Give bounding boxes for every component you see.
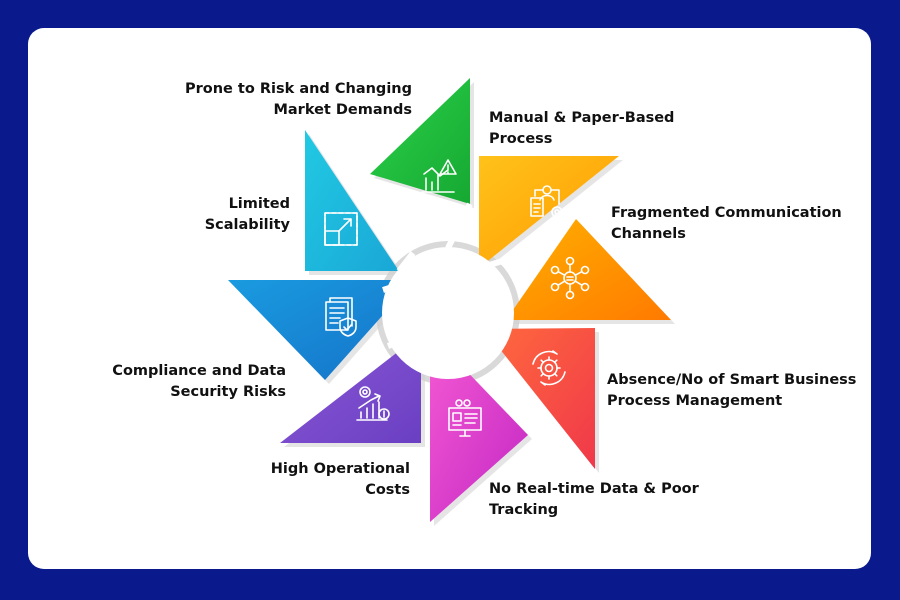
blade-compliance-security: [228, 280, 414, 380]
pinwheel-diagram: [228, 78, 675, 526]
hub-cut-3: [481, 328, 493, 359]
hub-center: [382, 247, 514, 379]
monitor-checklist-icon: [448, 399, 482, 437]
cost-growth-icon: [356, 386, 390, 421]
scale-expand-icon: [324, 212, 358, 246]
document-user-gear-icon: [530, 185, 563, 218]
hub-cut-5: [386, 331, 423, 349]
label-manual-paper: Manual & Paper-Based Process: [489, 110, 675, 147]
chart-warning-icon: [421, 159, 457, 193]
hub-cut-1: [478, 257, 507, 271]
hub-cut-2: [495, 301, 509, 322]
label-fragmented-communication: Fragmented Communication Channels: [611, 205, 842, 242]
blade-manual-paper: [479, 156, 619, 268]
label-prone-to-risk: Prone to Risk and Changing Market Demand…: [184, 81, 412, 118]
label-limited-scalability: Limited Scalability: [204, 196, 290, 233]
blade-limited-scalability: [305, 130, 399, 271]
label-operational-costs: High Operational Costs: [270, 461, 410, 498]
hub-cut-0: [445, 202, 473, 250]
label-real-time-data: No Real-time Data & Poor Tracking: [489, 481, 699, 518]
document-shield-icon: [325, 297, 357, 337]
label-compliance-security: Compliance and Data Security Risks: [112, 363, 286, 400]
hub-cut-4: [427, 331, 451, 380]
blade-real-time-data: [430, 333, 528, 522]
gear-cycle-icon: [532, 350, 566, 386]
diagram-card: Prone to Risk and Changing Market Demand…: [28, 28, 871, 569]
hub-cut-7: [396, 251, 416, 273]
label-smart-bpm: Absence/No of Smart Business Process Man…: [607, 372, 857, 409]
network-hub-icon: [550, 256, 590, 300]
hub-cut-6: [382, 277, 415, 293]
blade-operational-costs: [280, 334, 421, 443]
blade-smart-bpm: [484, 328, 595, 469]
